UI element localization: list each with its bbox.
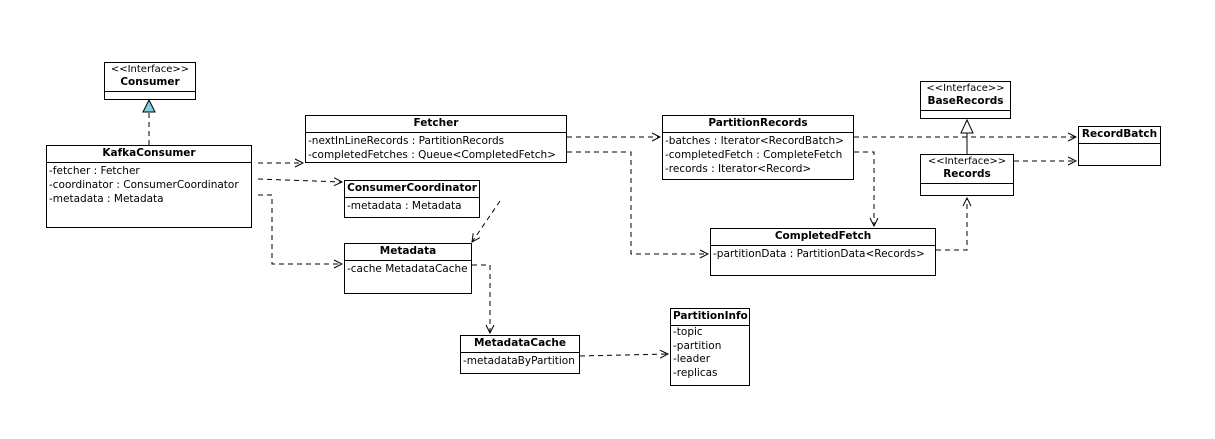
class-metadata-cache[interactable]: MetadataCache -metadataByPartition [460, 335, 580, 374]
class-name: KafkaConsumer [102, 147, 196, 159]
class-header: RecordBatch [1079, 127, 1160, 144]
attribute: -completedFetch : CompleteFetch [665, 149, 843, 161]
class-kafka-consumer[interactable]: KafkaConsumer -fetcher : Fetcher -coordi… [46, 145, 252, 228]
class-header: Fetcher [306, 116, 566, 133]
class-consumer[interactable]: <<Interface>> Consumer [104, 62, 196, 100]
dependency-fetcher-completedfetch [567, 151, 708, 254]
class-record-batch[interactable]: RecordBatch [1078, 126, 1161, 166]
class-fetcher[interactable]: Fetcher -nextInLineRecords : PartitionRe… [305, 115, 567, 163]
class-name: Metadata [379, 245, 437, 257]
class-header: <<Interface>> Consumer [105, 63, 195, 92]
stereotype-label: <<Interface>> [926, 83, 1005, 94]
class-name: ConsumerCoordinator [347, 182, 477, 194]
class-partition-records[interactable]: PartitionRecords -batches : Iterator<Rec… [662, 115, 854, 180]
class-partition-info[interactable]: PartitionInfo -topic -partition -leader … [670, 308, 750, 386]
class-name: PartitionRecords [708, 117, 808, 129]
attribute: -cache MetadataCache [347, 263, 468, 275]
class-header: CompletedFetch [711, 229, 935, 246]
class-name: Fetcher [413, 117, 459, 129]
class-metadata[interactable]: Metadata -cache MetadataCache [344, 243, 472, 294]
class-name: PartitionInfo [673, 310, 748, 322]
attribute: -leader [673, 353, 711, 365]
class-header: ConsumerCoordinator [345, 181, 479, 198]
dependency-metadatacache-partitioninfo [579, 354, 668, 356]
attribute: -partition [673, 339, 722, 352]
attribute: -metadata : Metadata [49, 193, 164, 205]
dependency-kafkaconsumer-metadata [258, 194, 342, 264]
attribute: -topic [673, 326, 703, 338]
generalization-arrowhead [960, 118, 974, 134]
class-name: Consumer [120, 76, 180, 88]
dependency-completedfetch-records [936, 198, 967, 251]
class-name: CompletedFetch [774, 230, 872, 242]
stereotype-label: <<Interface>> [110, 64, 190, 75]
class-consumer-coordinator[interactable]: ConsumerCoordinator -metadata : Metadata [344, 180, 480, 218]
attribute: -fetcher : Fetcher [49, 165, 140, 177]
class-header: KafkaConsumer [47, 146, 251, 163]
attribute-list: -topic -partition -leader -replicas [671, 326, 749, 381]
attribute-list: -batches : Iterator<RecordBatch> -comple… [663, 133, 853, 177]
class-header: <<Interface>> BaseRecords [921, 82, 1010, 111]
attribute: -batches : Iterator<RecordBatch> [665, 135, 844, 147]
attribute-list: -nextInLineRecords : PartitionRecords -c… [306, 133, 566, 163]
class-header: <<Interface>> Records [921, 155, 1013, 184]
attribute: -records : Iterator<Record> [665, 163, 812, 175]
class-name: BaseRecords [927, 95, 1004, 107]
attribute-list: -cache MetadataCache [345, 261, 471, 277]
dependency-metadata-metadatacache [472, 264, 490, 333]
class-header: PartitionInfo [671, 309, 749, 326]
class-name: RecordBatch [1081, 128, 1158, 140]
realization-arrowhead [142, 98, 156, 113]
attribute: -replicas [673, 366, 718, 379]
attribute-list: -fetcher : Fetcher -coordinator : Consum… [47, 163, 251, 207]
attribute: -coordinator : ConsumerCoordinator [49, 179, 239, 191]
class-name: Records [943, 168, 991, 180]
attribute-list: -metadataByPartition [461, 353, 579, 369]
attribute-list: -partitionData : PartitionData<Records> [711, 246, 935, 262]
attribute: -metadata : Metadata [347, 200, 462, 212]
attribute: -metadataByPartition [463, 355, 575, 367]
attribute: -nextInLineRecords : PartitionRecords [308, 135, 505, 147]
class-header: Metadata [345, 244, 471, 261]
stereotype-label: <<Interface>> [927, 156, 1007, 167]
attribute-list: -metadata : Metadata [345, 198, 479, 214]
class-name: MetadataCache [474, 337, 566, 349]
attribute: -completedFetches : Queue<CompletedFetch… [308, 149, 556, 161]
class-header: PartitionRecords [663, 116, 853, 133]
class-base-records[interactable]: <<Interface>> BaseRecords [920, 81, 1011, 119]
class-records[interactable]: <<Interface>> Records [920, 154, 1014, 196]
dependency-kafkaconsumer-consumercoordinator [257, 179, 342, 182]
attribute: -partitionData : PartitionData<Records> [713, 248, 925, 260]
class-completed-fetch[interactable]: CompletedFetch -partitionData : Partitio… [710, 228, 936, 276]
class-header: MetadataCache [461, 336, 579, 353]
dependency-partitionrecords-completedfetch [854, 151, 874, 226]
